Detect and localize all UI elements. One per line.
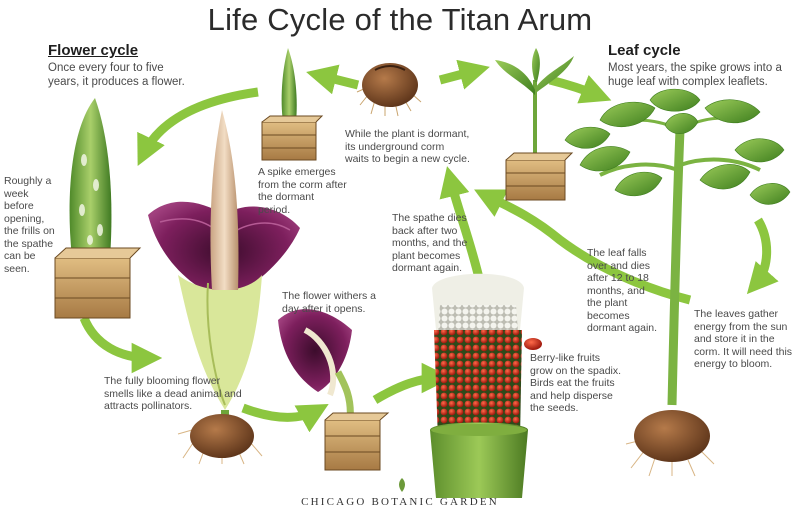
flower-cycle-heading: Flower cycle — [48, 42, 139, 59]
arrow-corm-to-sprout — [438, 59, 490, 90]
caption-blooming: The fully blooming flower smells like a … — [104, 375, 242, 412]
footer-brand: CHICAGO BOTANIC GARDEN — [301, 496, 499, 508]
arrow-leaf-to-dormant — [474, 189, 692, 305]
sprout-in-crate — [495, 48, 574, 201]
arrow-wither-to-fruit — [372, 362, 453, 404]
arrow-leaf-growth — [746, 217, 779, 295]
leaf-cycle-heading: Leaf cycle — [608, 42, 681, 59]
arrow-corm-to-spike — [306, 64, 360, 95]
arrow-fruit-to-dormant — [439, 166, 485, 284]
caption-withers: The flower withers a day after it opens. — [282, 290, 376, 315]
dormant-corm — [356, 63, 422, 117]
cycle-arrows — [79, 59, 779, 433]
garden-logo-icon — [399, 478, 405, 492]
caption-spike-emerges: A spike emerges from the corm after the … — [258, 166, 347, 216]
caption-leaves-gather: The leaves gather energy from the sun an… — [694, 308, 793, 370]
berry — [524, 338, 542, 350]
bud-in-crate — [54, 98, 142, 319]
arrow-bud-to-bloom — [79, 316, 163, 374]
withering-flower — [278, 309, 390, 471]
caption-dormant-corm: While the plant is dormant, its undergro… — [345, 128, 470, 165]
caption-spathe-dies: The spathe dies back after two months, a… — [392, 212, 468, 274]
spike-in-crate — [261, 48, 324, 161]
arrow-spike-to-bud — [137, 87, 259, 167]
caption-berries: Berry-like fruits grow on the spadix. Bi… — [530, 352, 622, 414]
page-title: Life Cycle of the Titan Arum — [207, 2, 593, 37]
fruiting-spadix — [430, 273, 542, 498]
arrow-bloom-to-wither — [241, 403, 329, 433]
leaf-plant — [564, 88, 791, 477]
caption-frills: Roughly a week before opening, the frill… — [4, 175, 55, 275]
leaf-cycle-intro: Most years, the spike grows into a huge … — [608, 62, 782, 88]
caption-leaf-falls: The leaf falls over and dies after 12 to… — [587, 247, 658, 334]
flower-cycle-intro: Once every four to five years, it produc… — [48, 62, 185, 88]
blooming-flower — [148, 110, 300, 465]
arrow-sprout-to-leaf — [548, 74, 612, 104]
